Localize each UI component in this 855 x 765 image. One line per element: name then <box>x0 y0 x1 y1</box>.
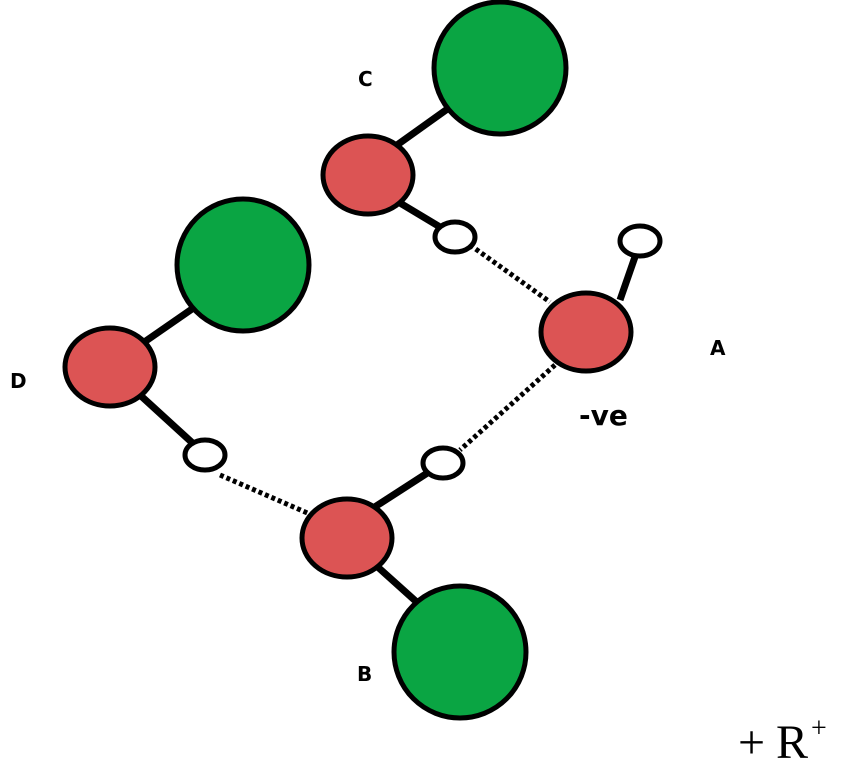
ion-superscript: + <box>811 713 827 744</box>
ion-symbol: R <box>776 716 808 765</box>
hydrogen-atom-c <box>432 219 478 255</box>
bond-c-hydrogen <box>393 196 447 234</box>
label-a: A <box>710 336 726 360</box>
charge-label: -ve <box>579 399 628 432</box>
label-c: C <box>358 67 373 91</box>
label-d: D <box>10 369 27 393</box>
hydrogen-atom-b <box>420 445 466 481</box>
hbond-d-b <box>219 472 313 518</box>
oxygen-atom-b <box>299 496 395 580</box>
oxygen-atom-c <box>320 133 416 217</box>
green-group-d <box>174 196 312 334</box>
bond-d-hydrogen <box>137 392 201 451</box>
hydrogen-atom-a <box>617 223 663 259</box>
oxygen-atom-a <box>538 290 634 374</box>
ion-plus: + <box>738 716 765 765</box>
oxygen-atom-d <box>62 325 158 409</box>
bond-b-hydrogen <box>368 467 434 513</box>
label-b: B <box>357 662 372 686</box>
green-group-b <box>391 583 529 721</box>
hbond-c-a <box>468 242 552 305</box>
hydrogen-atom-d <box>182 437 228 473</box>
hbond-a-b <box>458 363 557 452</box>
green-group-c <box>431 0 569 137</box>
bond-a-hydrogen <box>616 252 640 302</box>
